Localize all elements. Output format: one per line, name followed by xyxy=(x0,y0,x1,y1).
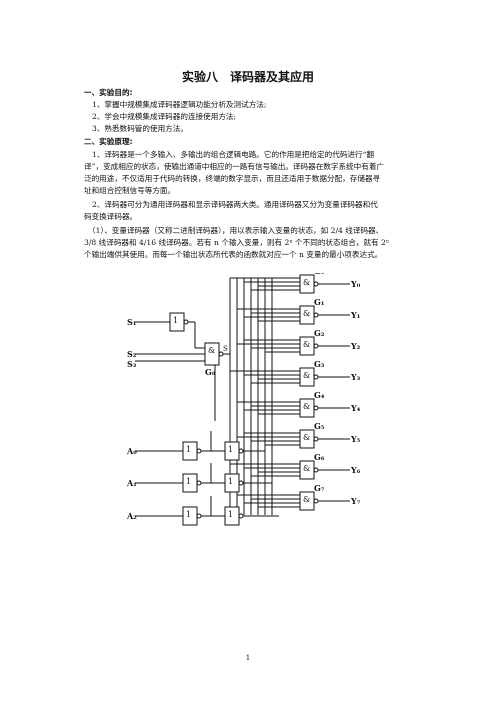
address-input-label-2: A₂ xyxy=(126,511,137,521)
purpose-item-3: 3、熟悉数码管的使用方法。 xyxy=(92,124,188,133)
principle-line-8: 3/8 线译码器和 4/16 线译码器。若有 n 个输入变量，则有 2ⁿ 个不同… xyxy=(84,238,390,247)
circuit-wires xyxy=(135,277,350,517)
output-gate-3-symbol: & xyxy=(303,371,310,380)
enable-gate-bubble xyxy=(218,351,224,357)
output-gate-bubble-0 xyxy=(313,281,319,287)
section-heading-principle: 二、实验原理: xyxy=(84,137,133,146)
gate-label-3: G₃ xyxy=(314,359,325,369)
circuit-parts: &G₀Y₀&G₁Y₁&G₂Y₂&G₃Y₃&G₄Y₄&G₅Y₅&G₆Y₆&G₇Y₇… xyxy=(126,273,361,526)
gate-label-6: G₆ xyxy=(314,452,325,462)
output-label-2: Y₂ xyxy=(350,341,361,351)
principle-line-3: 泛的用途，不仅适用于代码的转换，终端的数字显示，而且还适用于数据分配，存储器寻 xyxy=(84,174,381,183)
address-inverter-b-bubble-1 xyxy=(238,480,244,486)
principle-line-5: 2、译码器可分为通用译码器和显示译码器两大类。通用译码器又分为变量译码器和代 xyxy=(92,200,378,209)
output-label-3: Y₃ xyxy=(350,372,361,382)
address-inverter-b-1-symbol: 1 xyxy=(228,477,233,486)
purpose-item-1: 1、掌握中规模集成译码器逻辑功能分析及测试方法; xyxy=(92,100,267,109)
enable-inverter-symbol: 1 xyxy=(173,316,178,325)
control-input-label-1: S₂ xyxy=(127,349,137,359)
address-inverter-b-bubble-0 xyxy=(238,448,244,454)
output-label-6: Y₆ xyxy=(350,465,361,475)
output-gate-1-symbol: & xyxy=(303,309,310,318)
output-gate-2-symbol: & xyxy=(303,340,310,349)
enable-inverter-bubble xyxy=(183,319,189,325)
address-input-label-1: A₁ xyxy=(126,478,137,488)
purpose-item-2: 2、学会中规模集成译码器的连接使用方法; xyxy=(92,112,237,121)
output-label-4: Y₄ xyxy=(350,403,361,413)
principle-line-1: 1、译码器是一个多输入、多输出的组合逻辑电路。它的作用是把给定的代码进行“翻 xyxy=(92,150,375,159)
gate-label-1: G₁ xyxy=(314,297,324,307)
address-inverter-b-0-symbol: 1 xyxy=(228,445,233,454)
enable-gate-label: G₈ xyxy=(205,367,216,377)
output-label-7: Y₇ xyxy=(350,496,361,506)
output-gate-bubble-1 xyxy=(313,312,319,318)
address-inverter-a-bubble-2 xyxy=(196,513,202,519)
output-gate-bubble-6 xyxy=(313,467,319,473)
gate-label-7: G₇ xyxy=(314,483,325,493)
output-gate-bubble-3 xyxy=(313,374,319,380)
gate-label-4: G₄ xyxy=(314,390,325,400)
decoder-circuit-diagram: &G₀Y₀&G₁Y₁&G₂Y₂&G₃Y₃&G₄Y₄&G₅Y₅&G₆Y₆&G₇Y₇… xyxy=(126,273,361,526)
address-inverter-a-1-symbol: 1 xyxy=(186,477,191,486)
gate-label-5: G₅ xyxy=(314,421,325,431)
address-inverter-a-bubble-1 xyxy=(196,480,202,486)
output-gate-bubble-4 xyxy=(313,405,319,411)
control-input-label-2: S₃ xyxy=(127,359,137,369)
principle-line-2: 译”，变成相应的状态，使输出通道中相应的一路有信号输出。译码器在数字系统中有着广 xyxy=(84,162,385,171)
output-gate-bubble-7 xyxy=(313,498,319,504)
principle-line-4: 址和组合控制信号等方面。 xyxy=(84,186,176,195)
output-gate-5-symbol: & xyxy=(303,433,310,442)
page-number: 1 xyxy=(245,654,251,662)
enable-signal-label: S xyxy=(223,345,228,353)
principle-line-7: （1）、变量译码器（又称二进制译码器），用以表示输入变量的状态，如 2/4 线译… xyxy=(88,226,384,235)
address-inverter-b-2-symbol: 1 xyxy=(228,510,233,519)
address-inverter-a-bubble-0 xyxy=(196,448,202,454)
output-gate-6-symbol: & xyxy=(303,464,310,473)
control-input-label-0: S₁ xyxy=(127,317,136,327)
output-gate-7-symbol: & xyxy=(303,495,310,504)
address-inverter-b-bubble-2 xyxy=(238,513,244,519)
output-gate-bubble-2 xyxy=(313,343,319,349)
principle-line-9: 个输出端供其使用。而每一个输出状态所代表的函数就对应一个 n 变量的最小项表达式… xyxy=(84,250,383,259)
output-gate-0-symbol: & xyxy=(303,278,310,287)
address-input-label-0: A₀ xyxy=(126,446,137,456)
enable-gate-symbol: & xyxy=(208,346,215,355)
principle-line-6: 码变换译码器。 xyxy=(84,212,138,221)
address-inverter-a-0-symbol: 1 xyxy=(186,445,191,454)
address-inverter-a-2-symbol: 1 xyxy=(186,510,191,519)
page-title: 实验八 译码器及其应用 xyxy=(181,70,314,84)
output-gate-bubble-5 xyxy=(313,436,319,442)
gate-label-2: G₂ xyxy=(314,328,325,338)
output-label-0: Y₀ xyxy=(350,279,361,289)
output-gate-4-symbol: & xyxy=(303,402,310,411)
output-label-1: Y₁ xyxy=(350,310,360,320)
output-label-5: Y₅ xyxy=(350,434,361,444)
section-heading-purpose: 一、实验目的: xyxy=(84,88,133,97)
gate-label-0: G₀ xyxy=(314,273,325,276)
